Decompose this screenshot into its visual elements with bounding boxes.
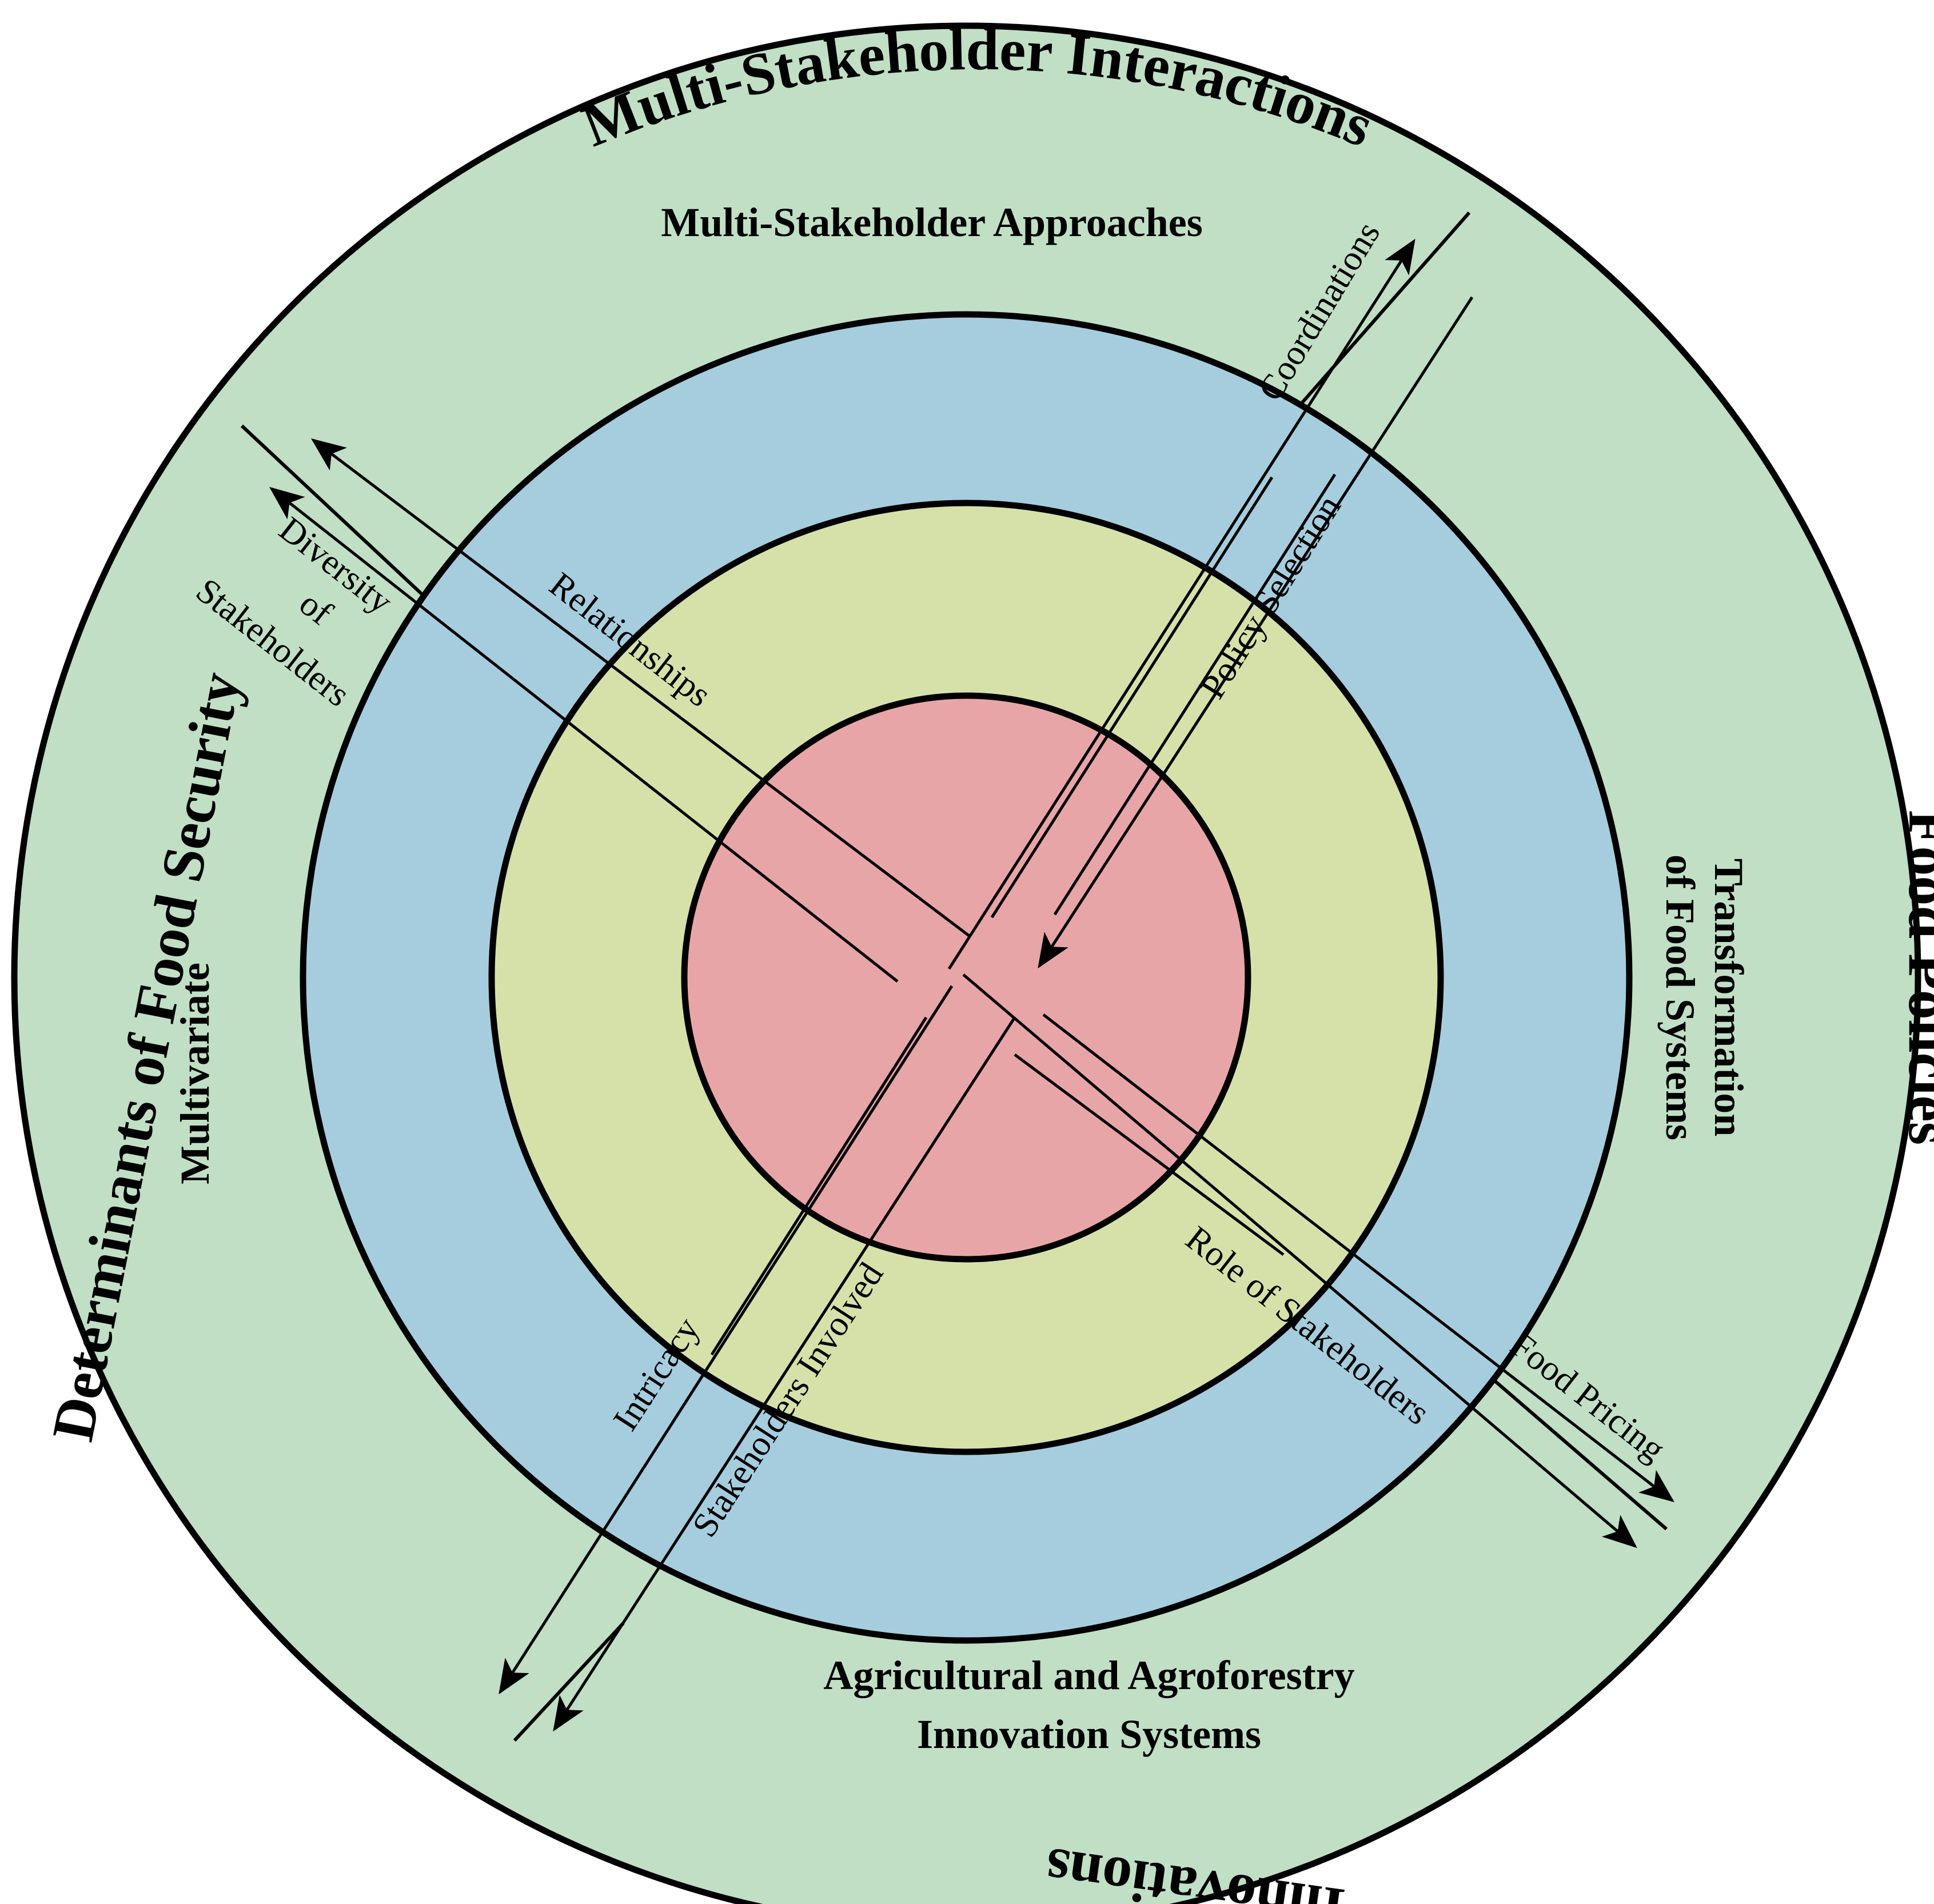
sector-title-right-line2: of Food Systems (1657, 855, 1703, 1140)
sector-title-bottom-line2: Innovation Systems (917, 1711, 1261, 1757)
sector-divider-top-left (240, 424, 436, 608)
food-pricing-arrow (1042, 1013, 1674, 1503)
policy-selection-stub (990, 476, 1274, 919)
coordinations-stub (1053, 473, 1337, 916)
sector-title-bottom-line1: Agricultural and Agroforestry (823, 1652, 1354, 1698)
sector-title-left: Multivariate (172, 963, 218, 1184)
coordinations-arrow (947, 238, 1415, 970)
role-stub (1014, 1053, 1285, 1256)
intricacy-stub (710, 1016, 928, 1356)
stakeholders-involved-arrow (553, 1016, 1016, 1732)
outer-title-right: Food Policies (1896, 810, 1934, 1145)
sector-divider-bottom-left (513, 1622, 625, 1742)
sector-title-right-line1: Transformation (1706, 859, 1752, 1137)
sector-divider-top-right (1285, 211, 1471, 422)
role-of-stakeholders-arrow (962, 973, 1637, 1548)
sector-title-top: Multi-Stakeholder Approaches (661, 199, 1202, 245)
intricacy-arrow (499, 985, 954, 1695)
policy-selection-arrow (1038, 296, 1474, 969)
diversity-arrow (269, 486, 899, 983)
relationships-arrow (311, 438, 970, 937)
